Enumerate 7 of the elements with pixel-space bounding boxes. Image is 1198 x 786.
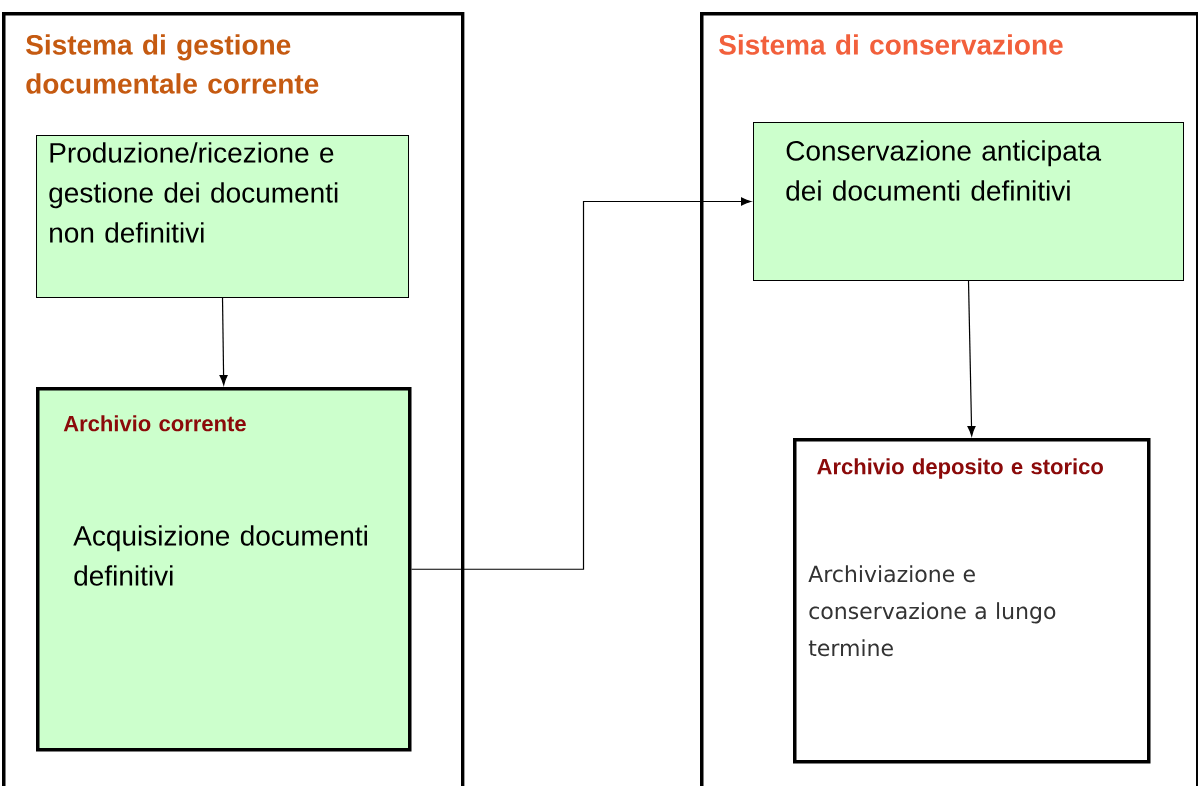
- process-box: Conservazione anticipata dei documenti definitivi: [753, 122, 1184, 281]
- arrow: [219, 297, 228, 386]
- arrow: [410, 197, 752, 570]
- process-box: Produzione/ricezione e gestione dei documenti non definitivi: [36, 135, 409, 298]
- arrow: [967, 280, 976, 437]
- archive-box: Archivio corrente Acquisizione documenti definitivi: [36, 387, 412, 752]
- archive-box: Archivio deposito e storico Archiviazione e conservazione a lungo termine: [793, 438, 1151, 764]
